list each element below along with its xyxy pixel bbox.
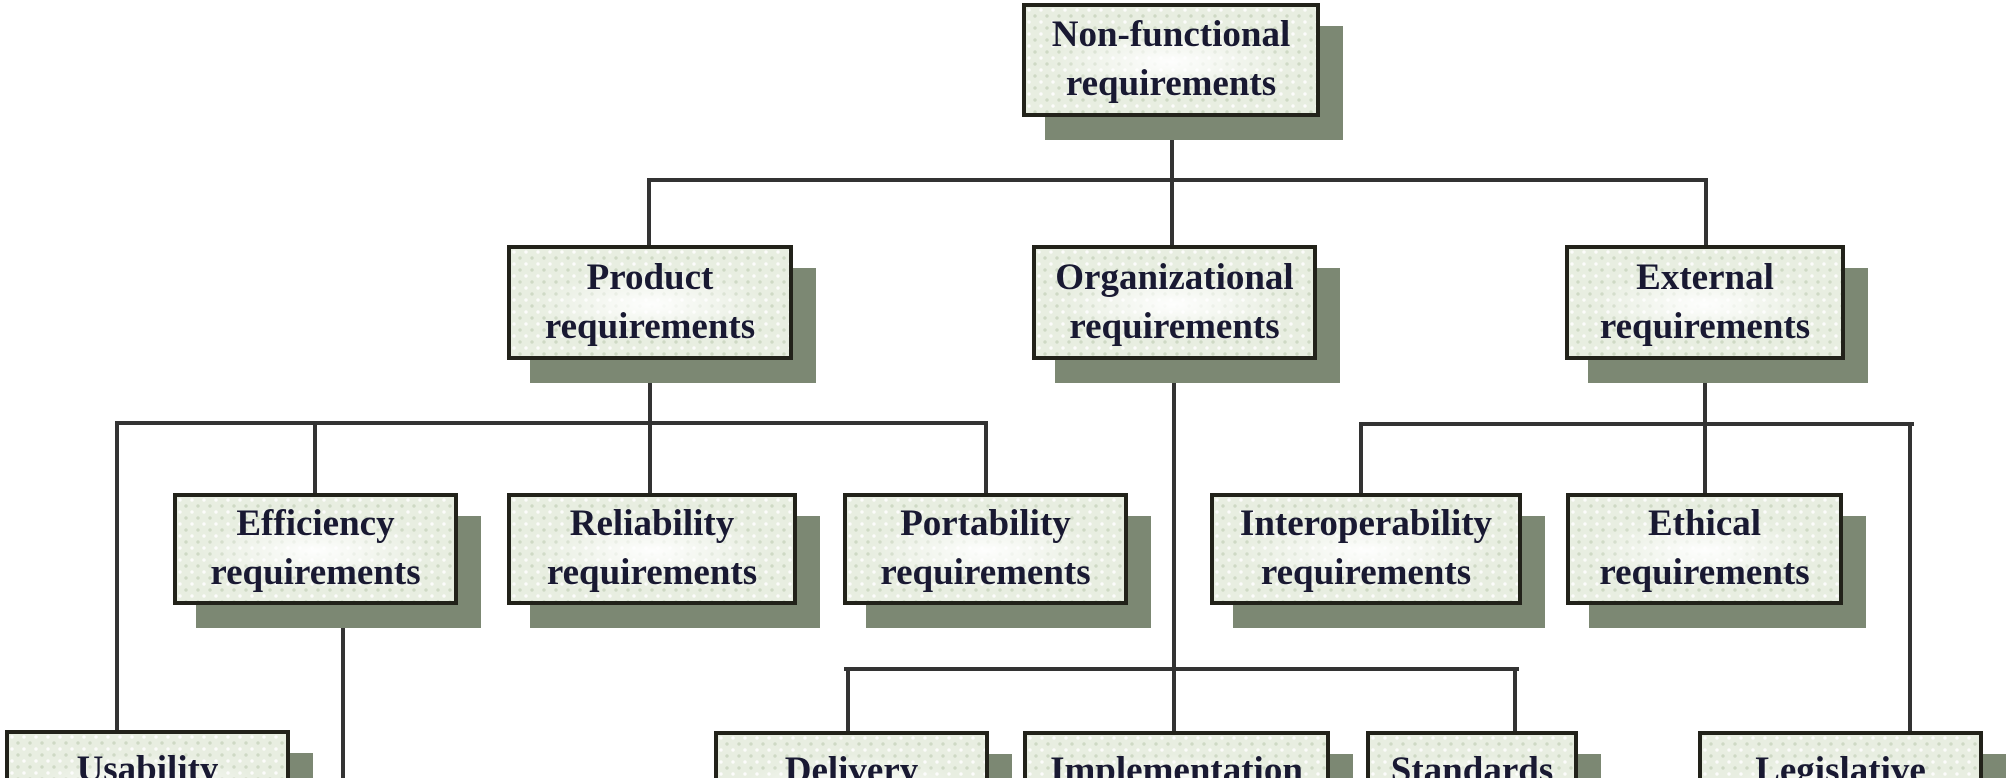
node-label: requirements: [544, 305, 756, 347]
node-organizational-requirements: Organizational requirements: [1032, 245, 1317, 360]
node-label: requirements: [210, 552, 421, 593]
connector-organizational-horizontal: [844, 667, 1519, 671]
connector-drop-legislative: [1908, 422, 1912, 735]
connector-drop-external: [1704, 178, 1708, 245]
node-label: Ethical: [1647, 503, 1762, 545]
node-implementation: Implementation: [1023, 731, 1330, 778]
node-label: requirements: [1599, 305, 1811, 347]
node-external-requirements: External requirements: [1565, 245, 1845, 360]
node-efficiency-requirements: Efficiency requirements: [173, 493, 458, 605]
connector-drop-efficiency: [313, 421, 317, 497]
node-label: Implementation: [1050, 750, 1303, 778]
connector-drop-portability: [984, 421, 988, 497]
node-label: requirements: [1260, 552, 1472, 593]
node-label: Reliability: [569, 503, 735, 545]
node-reliability-requirements: Reliability requirements: [507, 493, 797, 605]
node-label: Interoperability: [1239, 503, 1493, 545]
node-label: requirements: [880, 552, 1091, 593]
node-label: requirements: [1069, 305, 1280, 347]
connector-product-horizontal: [115, 421, 988, 425]
node-label: Delivery: [784, 750, 919, 778]
connector-product-to-reliability: [648, 360, 652, 493]
node-label: External: [1636, 256, 1774, 298]
connector-external-to-ethical: [1703, 360, 1707, 497]
connector-drop-interoperability: [1359, 422, 1363, 497]
node-legislative: Legislative: [1698, 731, 1983, 778]
node-usability: Usability: [5, 730, 290, 778]
node-label: requirements: [546, 552, 758, 593]
connector-efficiency-offscreen-below: [341, 605, 345, 778]
node-label: Usability: [76, 749, 219, 778]
node-label: Legislative: [1755, 750, 1926, 778]
node-label: Product: [586, 256, 714, 298]
node-label: Non-functional: [1051, 14, 1291, 56]
connector-drop-standards: [1513, 667, 1517, 735]
node-delivery: Delivery: [714, 731, 989, 778]
connector-drop-delivery: [846, 667, 850, 735]
node-standards: Standards: [1366, 731, 1578, 778]
connector-drop-usability: [115, 421, 119, 734]
node-portability-requirements: Portability requirements: [843, 493, 1128, 605]
node-interoperability-requirements: Interoperability requirements: [1210, 493, 1522, 605]
connector-organizational-to-implementation: [1172, 360, 1176, 735]
connector-external-horizontal: [1359, 422, 1914, 426]
node-non-functional-requirements: Non-functional requirements: [1022, 3, 1320, 117]
node-ethical-requirements: Ethical requirements: [1566, 493, 1843, 605]
node-label: Efficiency: [236, 503, 395, 545]
node-label: requirements: [1065, 63, 1277, 104]
connector-drop-product: [647, 178, 651, 245]
node-label: Standards: [1390, 750, 1554, 778]
node-label: Portability: [900, 503, 1071, 545]
node-label: requirements: [1599, 552, 1810, 593]
node-label: Organizational: [1055, 256, 1294, 298]
node-product-requirements: Product requirements: [507, 245, 793, 360]
connector-top-horizontal: [647, 178, 1708, 182]
